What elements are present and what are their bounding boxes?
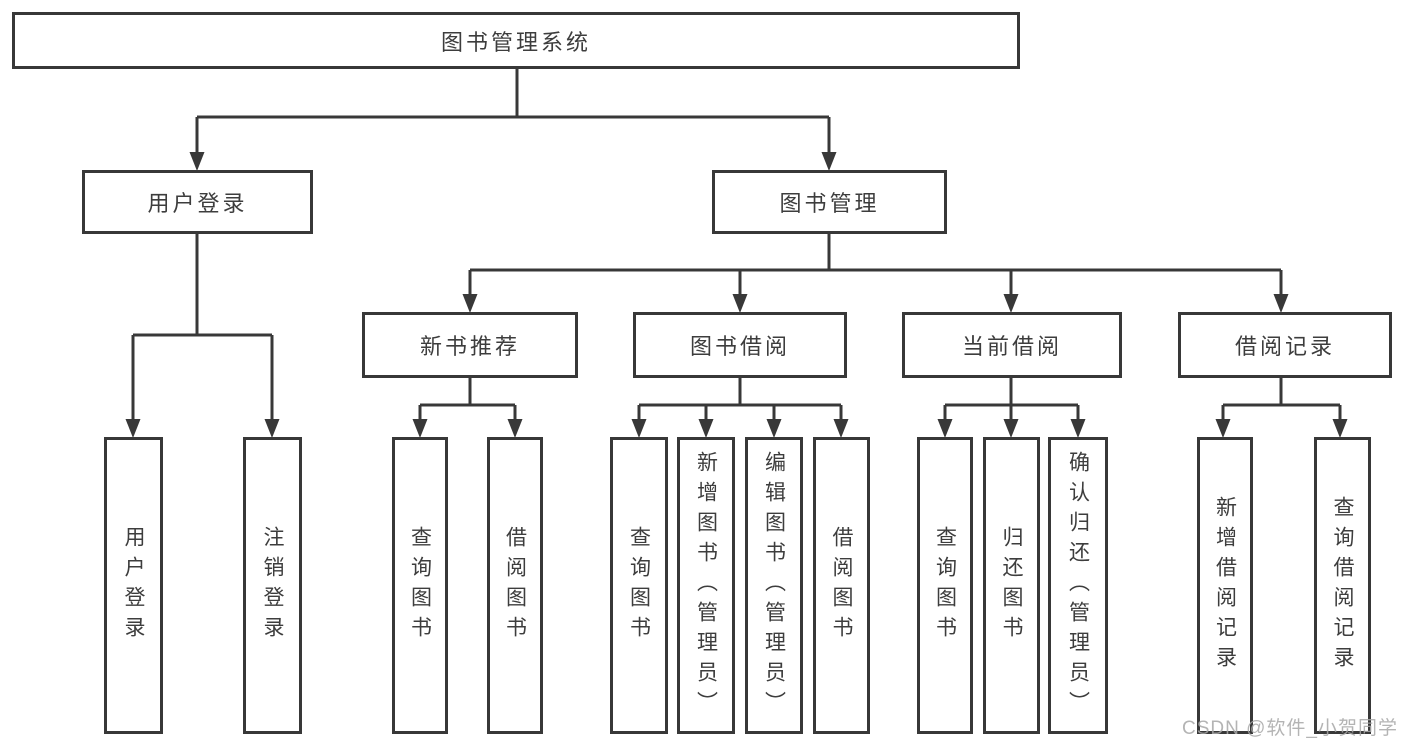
node-current-borrow-label: 当前借阅 — [961, 334, 1062, 359]
leaf-add-borrow-record-label: 新增借阅记录 — [1213, 495, 1237, 676]
watermark: CSDN @软件_小贺同学 — [1182, 718, 1398, 739]
leaf-query-books-current: 查询图书 — [917, 437, 973, 734]
leaf-user-login-label: 用户登录 — [122, 525, 145, 646]
node-root-label: 图书管理系统 — [440, 29, 591, 55]
node-new-book-recommend: 新书推荐 — [362, 312, 578, 378]
leaf-logout: 注销登录 — [243, 437, 302, 734]
leaf-logout-label: 注销登录 — [261, 525, 284, 646]
node-book-management-label: 图书管理 — [779, 191, 880, 216]
leaf-edit-books-admin-label: 编辑图书（管理员） — [762, 450, 786, 721]
arrowheads — [125, 152, 1348, 438]
leaf-borrow-books-recommend: 借阅图书 — [487, 437, 543, 734]
leaf-confirm-return-admin: 确认归还（管理员） — [1048, 437, 1108, 734]
node-book-borrow: 图书借阅 — [633, 312, 847, 378]
node-root: 图书管理系统 — [12, 12, 1020, 69]
leaf-query-books-borrow: 查询图书 — [610, 437, 668, 734]
node-book-borrow-label: 图书借阅 — [689, 334, 790, 359]
leaf-query-books-borrow-label: 查询图书 — [627, 525, 651, 646]
node-user-login: 用户登录 — [82, 170, 313, 234]
leaf-return-books-label: 归还图书 — [1000, 525, 1023, 646]
leaf-query-borrow-record-label: 查询借阅记录 — [1331, 495, 1354, 676]
leaf-query-books-current-label: 查询图书 — [933, 525, 957, 646]
leaf-query-books-recommend: 查询图书 — [392, 437, 448, 734]
leaf-user-login: 用户登录 — [104, 437, 163, 734]
node-book-management: 图书管理 — [712, 170, 947, 234]
node-current-borrow: 当前借阅 — [902, 312, 1122, 378]
node-borrow-records: 借阅记录 — [1178, 312, 1392, 378]
leaf-query-books-recommend-label: 查询图书 — [408, 525, 432, 646]
leaf-borrow-books-recommend-label: 借阅图书 — [503, 525, 527, 646]
node-new-book-recommend-label: 新书推荐 — [419, 334, 520, 359]
node-borrow-records-label: 借阅记录 — [1234, 334, 1335, 359]
leaf-return-books: 归还图书 — [983, 437, 1040, 734]
leaf-edit-books-admin: 编辑图书（管理员） — [745, 437, 803, 734]
node-user-login-label: 用户登录 — [147, 191, 248, 216]
leaf-add-borrow-record: 新增借阅记录 — [1197, 437, 1253, 734]
leaf-borrow-books: 借阅图书 — [813, 437, 870, 734]
leaf-confirm-return-admin-label: 确认归还（管理员） — [1066, 450, 1090, 721]
leaf-add-books-admin: 新增图书（管理员） — [677, 437, 735, 734]
leaf-query-borrow-record: 查询借阅记录 — [1314, 437, 1371, 734]
leaf-borrow-books-label: 借阅图书 — [830, 525, 853, 646]
leaf-add-books-admin-label: 新增图书（管理员） — [694, 450, 718, 721]
